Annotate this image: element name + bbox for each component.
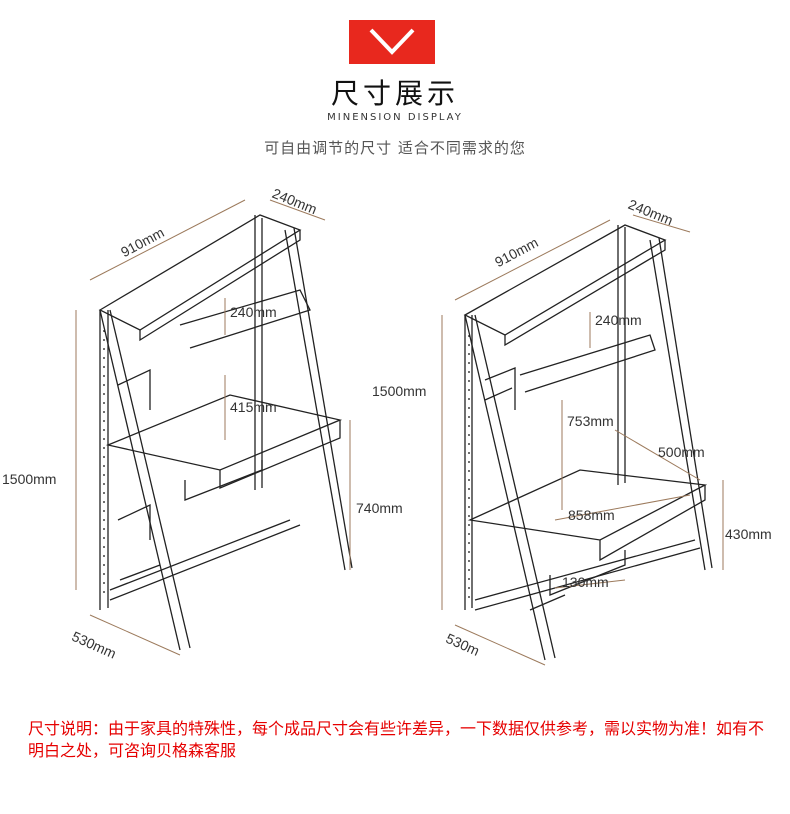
right-desk-depth-label: 500mm [658,444,705,460]
right-drawer-label: 130mm [562,574,609,590]
size-disclaimer: 尺寸说明：由于家具的特殊性，每个成品尺寸会有些许差异，一下数据仅供参考，需以实物… [28,719,765,760]
right-top-shelf-label: 240mm [595,312,642,328]
page-title: 尺寸展示 [330,77,459,110]
page-subtitle: MINENSION DISPLAY [327,112,463,123]
left-desk-height-label: 740mm [356,500,403,516]
left-desk-drawing [98,214,353,651]
right-desk-height-label: 430mm [725,526,772,542]
left-middle-label: 415mm [230,399,277,415]
brand-logo [349,20,435,64]
right-desk-width-label: 858mm [568,507,615,523]
right-middle-label: 753mm [567,413,614,429]
right-height-label: 1500mm [372,383,427,399]
left-height-label: 1500mm [2,471,57,487]
desk-dimension-diagrams [75,199,724,666]
left-top-shelf-label: 240mm [230,304,277,320]
right-desk-drawing [463,224,713,661]
tagline: 可自由调节的尺寸 适合不同需求的您 [264,139,526,157]
